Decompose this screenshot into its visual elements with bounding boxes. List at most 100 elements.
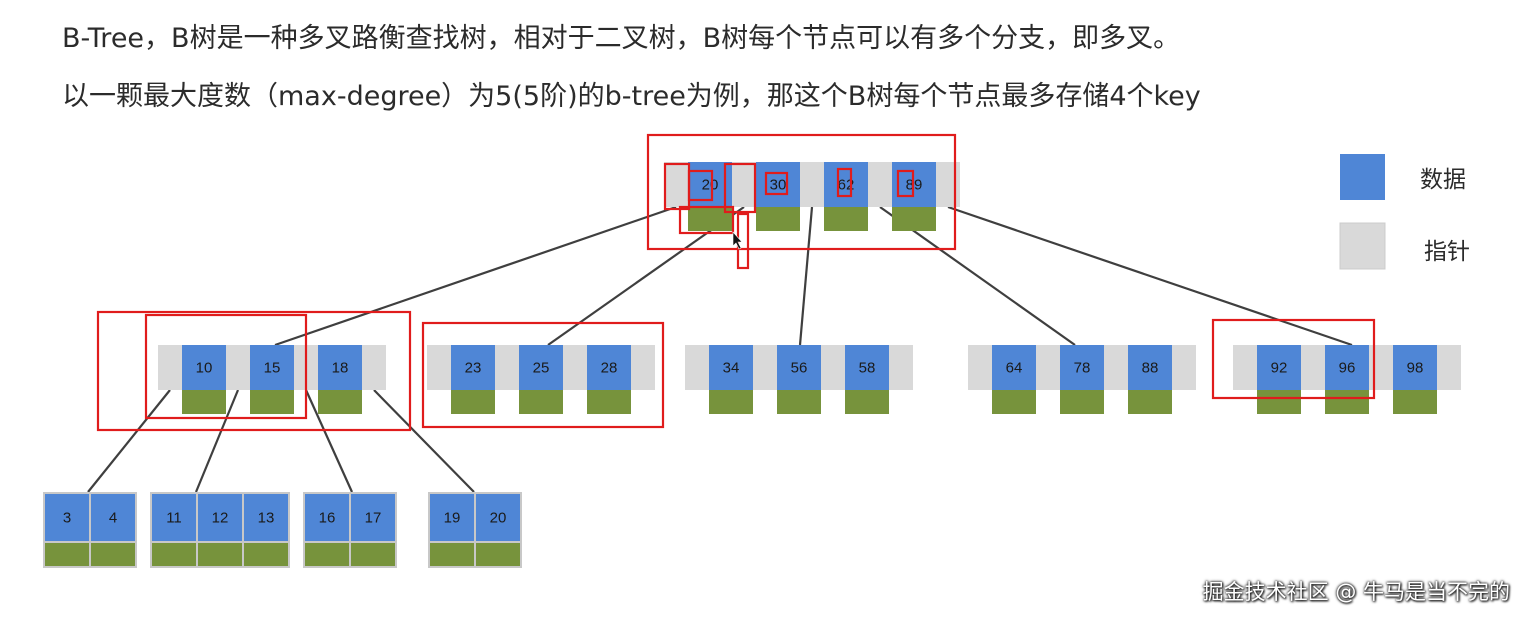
key-label: 30 [770,176,787,193]
highlight-box [421,321,665,429]
data-block [824,207,868,231]
tree-edge [947,205,1353,347]
tree-edge [373,389,475,493]
key-cell [519,345,563,390]
key-cell [351,494,395,541]
key-cell [1325,345,1369,390]
key-cell [152,494,196,541]
tree-edge [194,389,240,493]
data-block [709,390,753,414]
key-label: 12 [212,509,229,526]
data-block [777,390,821,414]
key-label: 17 [365,509,382,526]
key-cell [1393,345,1437,390]
intro-line-1: B-Tree，B树是一种多叉路衡查找树，相对于二叉树，B树每个节点可以有多个分支… [62,23,1181,54]
key-label: 56 [791,359,808,376]
data-block [476,543,520,566]
data-block [992,390,1036,414]
key-label: 19 [444,509,461,526]
data-block [1060,390,1104,414]
highlight-box [646,133,957,251]
key-cell [250,345,294,390]
highlight-box [96,310,412,432]
key-label: 15 [264,359,281,376]
data-block [198,543,242,566]
highlight-box [144,313,308,420]
key-label: 96 [1339,359,1356,376]
key-cell [709,345,753,390]
data-block [1325,390,1369,414]
key-label: 34 [723,359,740,376]
data-block [305,543,349,566]
data-block [451,390,495,414]
key-cell [451,345,495,390]
key-cell [244,494,288,541]
key-label: 28 [601,359,618,376]
key-cell [45,494,89,541]
key-label: 20 [490,509,507,526]
intro-line-2: 以一颗最大度数（max-degree）为5(5阶)的b-tree为例，那这个B树… [62,81,1201,112]
key-cell [1060,345,1104,390]
key-label: 64 [1006,359,1023,376]
data-block [91,543,135,566]
highlight-box [764,171,789,196]
key-label: 23 [465,359,482,376]
key-cell [587,345,631,390]
key-cell [1257,345,1301,390]
level2-node: 10 15 18 [158,345,386,414]
level2-node: 34 56 58 [685,345,913,414]
data-block [351,543,395,566]
tree-edge [87,389,171,493]
highlight-box [678,205,735,235]
key-label: 10 [196,359,213,376]
key-label: 92 [1271,359,1288,376]
data-block [1128,390,1172,414]
legend-data-swatch [1340,154,1385,200]
key-cell [1128,345,1172,390]
legend-pointer-swatch [1339,222,1386,270]
data-block [152,543,196,566]
legend-data-label: 数据 [1420,167,1466,193]
highlight-box [836,167,853,198]
tree-edge [274,205,677,347]
key-cell [305,494,349,541]
key-label: 88 [1142,359,1159,376]
key-label: 16 [319,509,336,526]
key-label: 78 [1074,359,1091,376]
key-cell [845,345,889,390]
tree-edge [798,206,814,346]
key-cell [476,494,520,541]
key-cell [756,162,800,207]
leaf-node: 11 12 13 [150,492,290,568]
key-cell [318,345,362,390]
data-block [756,207,800,231]
data-block [45,543,89,566]
highlight-box [1211,318,1376,400]
key-label: 25 [533,359,550,376]
key-cell [91,494,135,541]
key-label: 11 [166,509,182,526]
data-block [182,390,226,414]
tree-edges [87,205,1353,493]
key-label: 4 [109,509,117,526]
key-cell [182,345,226,390]
data-block [1257,390,1301,414]
mouse-cursor-icon [732,231,743,250]
key-label: 3 [63,509,71,526]
key-label: 58 [859,359,876,376]
key-label: 20 [702,176,719,193]
data-block [1393,390,1437,414]
level2-node: 23 25 28 [427,345,655,414]
key-label: 18 [332,359,349,376]
data-block [519,390,563,414]
data-block [318,390,362,414]
data-block [892,207,936,231]
data-block [587,390,631,414]
key-label: 13 [258,509,275,526]
